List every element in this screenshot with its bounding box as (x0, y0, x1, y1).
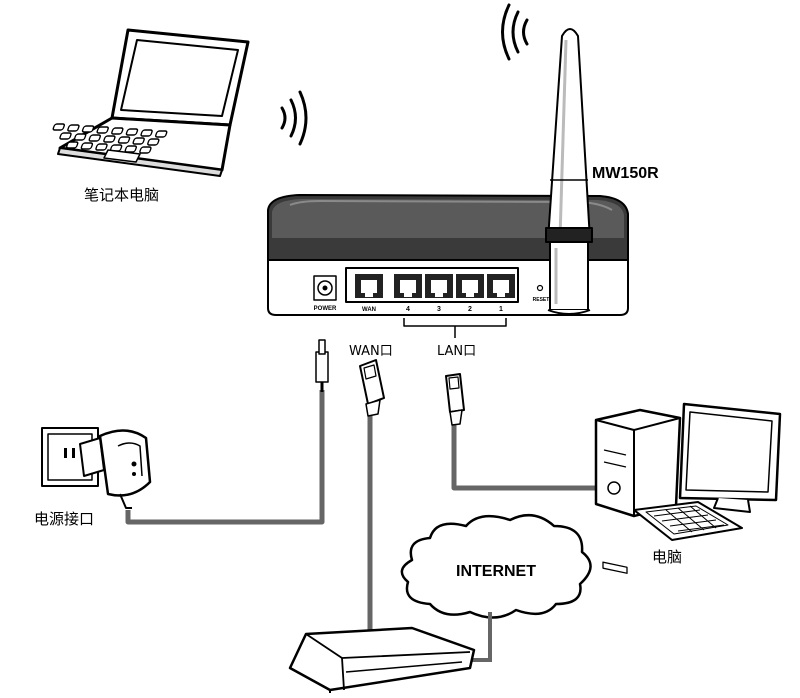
laptop-illustration (52, 28, 250, 177)
internet-uplink-cable (470, 612, 492, 662)
wan-port-label: WAN口 (349, 344, 393, 359)
internet-label: INTERNET (456, 563, 536, 580)
wan-cable (359, 359, 385, 632)
laptop-wifi-signal-icon (280, 90, 308, 146)
internet-cloud-illustration (400, 513, 592, 619)
desktop-computer-illustration (594, 402, 782, 574)
router-port-label-lan-3: 3 (437, 306, 441, 313)
router-wifi-signal-icon (501, 3, 529, 61)
antenna-illustration (545, 28, 593, 315)
power-adapter-illustration (79, 429, 152, 509)
laptop-label: 笔记本电脑 (84, 186, 160, 204)
router-port-label-lan-1: 1 (499, 306, 503, 313)
router-port-label-reset: RESET (533, 297, 550, 303)
power-socket-label: 电源接口 (34, 510, 95, 528)
router-port-label-power: POWER (314, 306, 337, 312)
desktop-label: 电脑 (652, 548, 683, 566)
router-port-label-wan: WAN (362, 307, 376, 313)
router-port-label-lan-4: 4 (406, 306, 410, 313)
lan-cable (445, 373, 600, 491)
router-model-label: MW150R (592, 165, 659, 182)
power-cable (125, 339, 329, 525)
router-port-label-lan-2: 2 (468, 306, 472, 313)
modem-illustration (288, 626, 476, 693)
router-illustration (267, 194, 629, 338)
lan-port-label: LAN口 (437, 344, 477, 359)
